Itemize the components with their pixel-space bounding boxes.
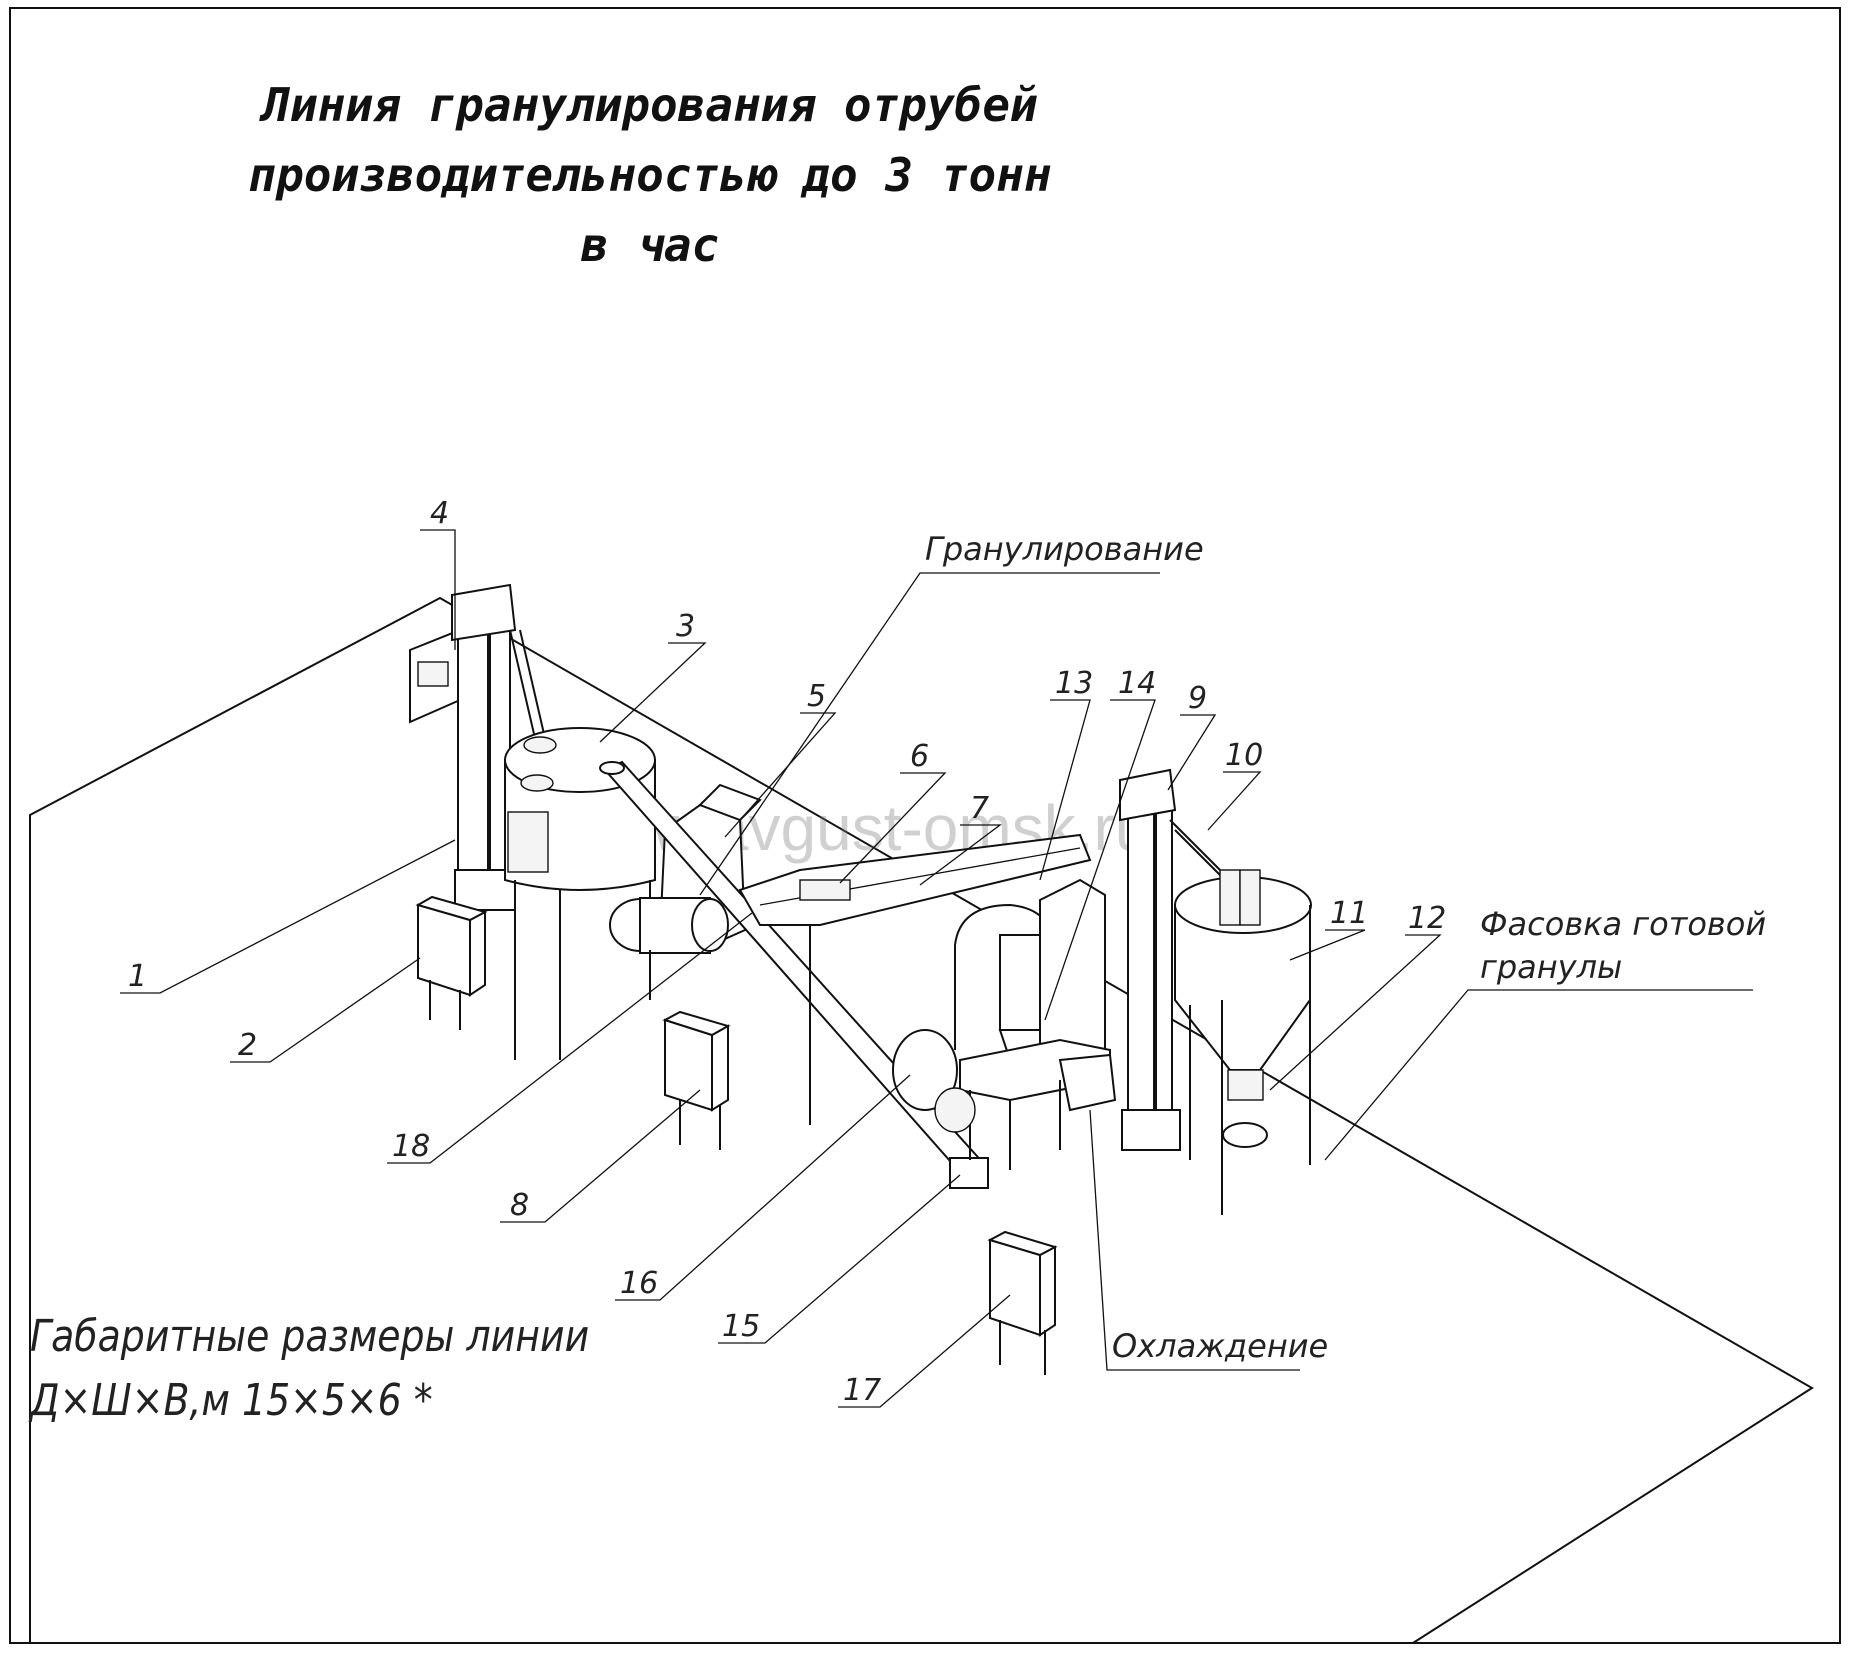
screw-conveyor-16 xyxy=(599,760,989,1189)
title-line-3: в час xyxy=(580,218,720,272)
fan-15 xyxy=(892,1029,976,1133)
control-cabinet-8 xyxy=(662,1010,731,1150)
section-cooling: Охлаждение xyxy=(1112,1327,1328,1365)
dimensions-line-2: Д×Ш×В,м 15×5×6 * xyxy=(30,1375,433,1426)
label-5: 5 xyxy=(807,679,826,714)
packing-unit-12 xyxy=(1222,1069,1268,1148)
control-cabinet-2 xyxy=(415,895,488,1030)
section-granulation: Гранулирование xyxy=(925,530,1204,568)
control-cabinet-4 xyxy=(409,628,461,724)
label-13: 13 xyxy=(1055,666,1093,701)
label-6: 6 xyxy=(910,739,929,774)
dimensions-line-1: Габаритные размеры линии xyxy=(30,1311,590,1362)
storage-tank-3 xyxy=(504,727,656,1060)
belt-conveyor-6 xyxy=(738,833,1092,1125)
label-8: 8 xyxy=(510,1188,529,1223)
label-9: 9 xyxy=(1188,681,1207,716)
label-18: 18 xyxy=(392,1129,430,1164)
section-packing-1: Фасовка готовой xyxy=(1480,905,1766,943)
floor-plane xyxy=(29,596,1814,1644)
label-15: 15 xyxy=(722,1309,760,1344)
section-packing-2: гранулы xyxy=(1480,948,1622,986)
label-4: 4 xyxy=(430,496,449,531)
bucket-elevator-9 xyxy=(1119,768,1226,1151)
label-16: 16 xyxy=(620,1266,658,1301)
label-14: 14 xyxy=(1118,666,1156,701)
drawing-title: Линия гранулирования отрубей производите… xyxy=(90,70,1210,280)
control-cabinet-17 xyxy=(987,1230,1058,1375)
title-line-1: Линия гранулирования отрубей xyxy=(262,78,1038,132)
product-tank-11 xyxy=(1174,869,1312,1215)
label-3: 3 xyxy=(676,609,695,644)
label-11: 11 xyxy=(1330,896,1368,931)
bucket-elevator-1 xyxy=(451,583,551,911)
title-line-2: производительностью до 3 тонн xyxy=(248,148,1052,202)
label-10: 10 xyxy=(1225,738,1263,773)
leader-lines xyxy=(120,529,1753,1408)
overall-dimensions: Габаритные размеры линии Д×Ш×В,м 15×5×6 … xyxy=(30,1305,589,1433)
label-2: 2 xyxy=(238,1028,257,1063)
label-1: 1 xyxy=(128,959,147,994)
label-7: 7 xyxy=(970,791,989,826)
label-12: 12 xyxy=(1408,901,1446,936)
label-17: 17 xyxy=(843,1373,881,1408)
